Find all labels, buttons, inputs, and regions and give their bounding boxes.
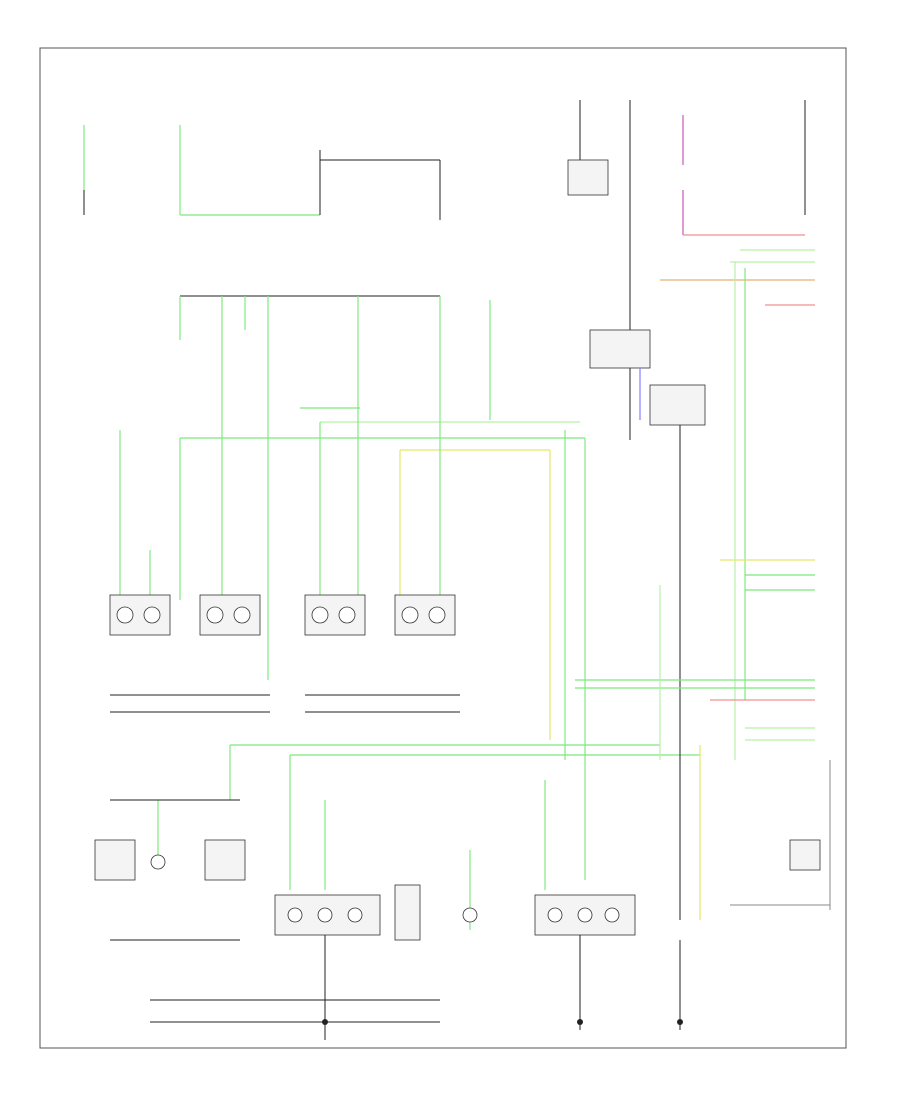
lower-lamp-3c [347,907,363,923]
lamp-bulb-2b [233,606,251,624]
lamp-row [109,594,456,636]
lower-switch [394,884,421,941]
lower-lamp-3b [317,907,333,923]
right-relay-1 [567,159,609,196]
ground-point-3 [677,1019,683,1025]
lower-comp-2 [204,839,246,881]
lower-lamp-1 [150,854,166,870]
lamp-bulb-1a [116,606,134,624]
ground-point-2 [577,1019,583,1025]
right-connector-1 [649,384,706,426]
lamp-bulb-3b [338,606,356,624]
lower-components [94,839,636,941]
lower-lamp-5a [547,907,563,923]
right-comp-bottom [789,839,821,871]
lower-comp-1 [94,839,136,881]
lamp-bulb-1b [143,606,161,624]
lamp-bulb-4b [428,606,446,624]
lamp-bulb-3a [311,606,329,624]
diagram-border [39,47,847,1049]
right-relay-2 [589,329,651,369]
lower-lamp-3a [287,907,303,923]
lower-lamp-4 [462,907,478,923]
lower-lamp-5c [604,907,620,923]
lower-lamp-5b [577,907,593,923]
ground-point-1 [322,1019,328,1025]
lamp-bulb-2a [206,606,224,624]
lamp-bulb-4a [401,606,419,624]
